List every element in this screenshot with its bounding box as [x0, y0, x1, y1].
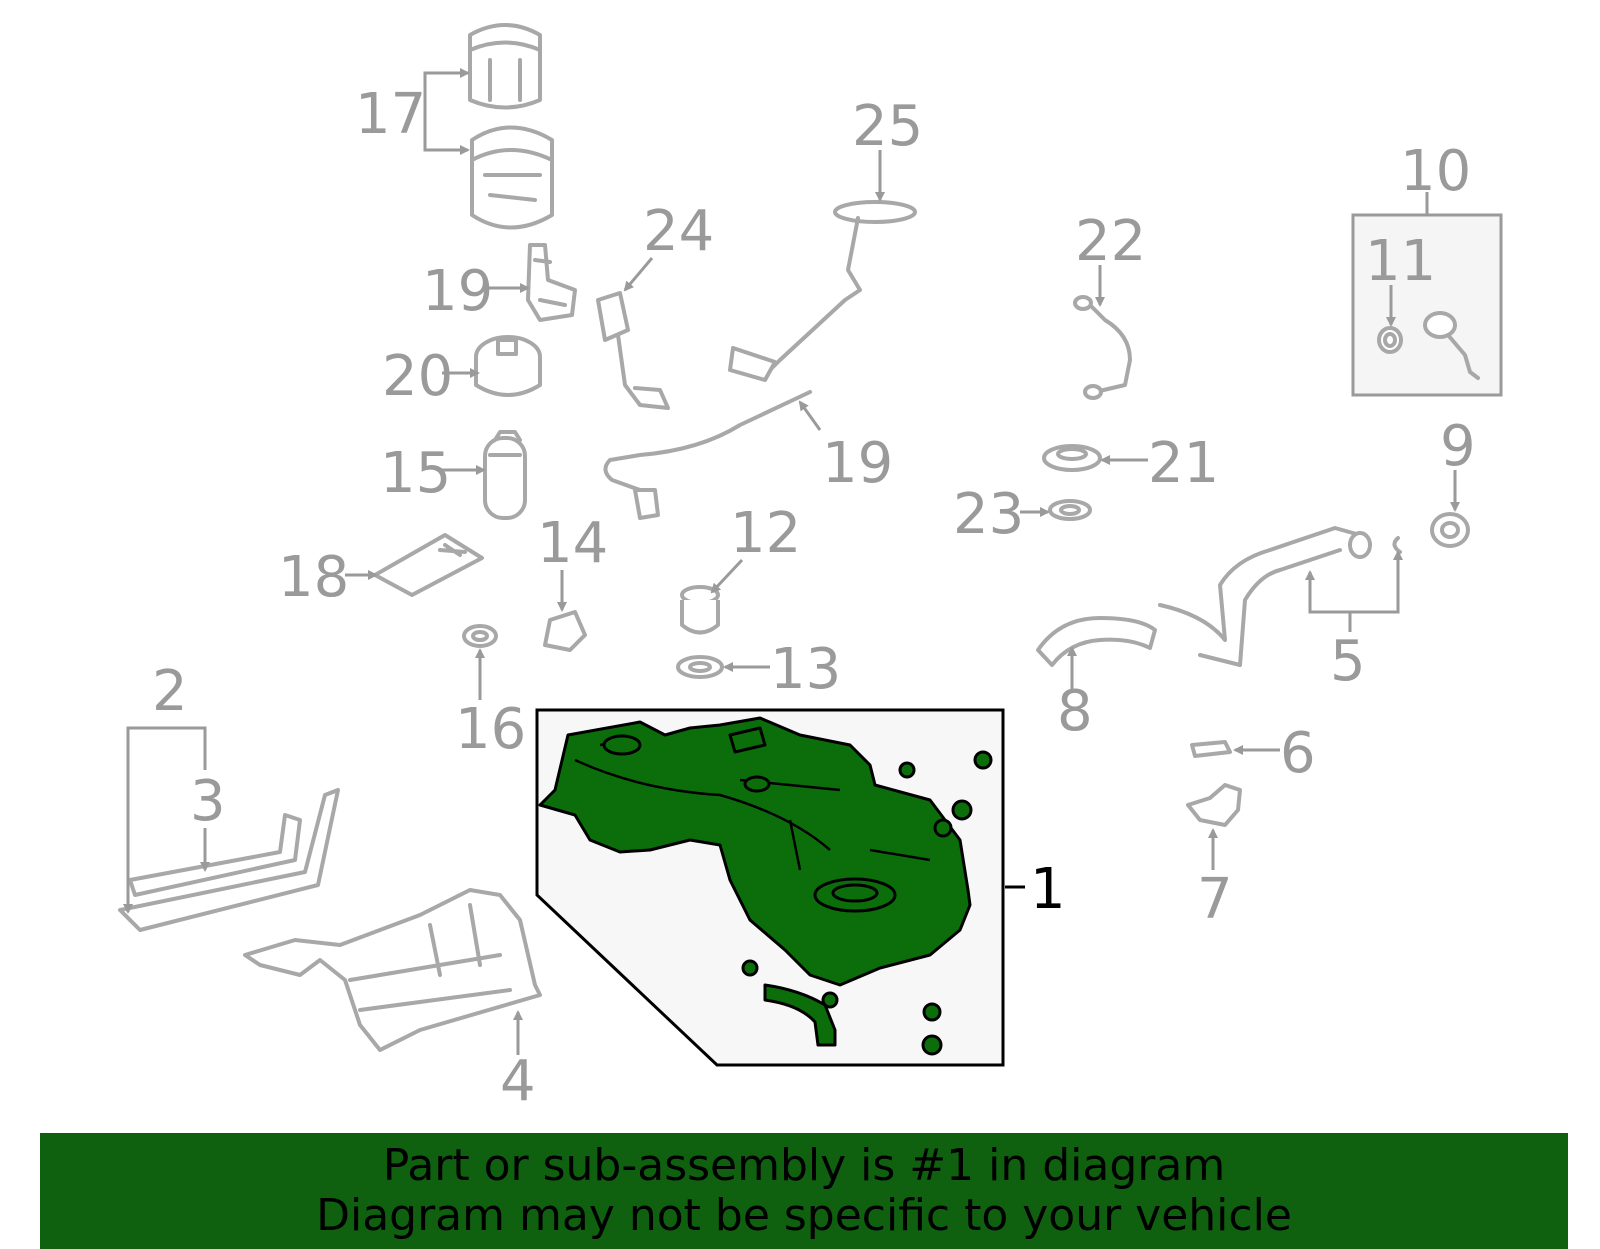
callout-8: 8: [1057, 679, 1093, 744]
part-4-heat-shield[interactable]: [243, 888, 542, 1052]
callout-24: 24: [643, 199, 714, 264]
part-21-seal[interactable]: [1042, 444, 1102, 472]
part-23-gasket[interactable]: [1048, 499, 1092, 521]
callout-16: 16: [455, 697, 526, 762]
callout-19-upper: 19: [422, 259, 493, 324]
part-17-pump-module[interactable]: [468, 23, 554, 230]
part-22-hose[interactable]: [1073, 295, 1132, 400]
part-20-filter[interactable]: [474, 335, 542, 397]
callout-15: 15: [380, 441, 451, 506]
part-19-sender-upper[interactable]: [526, 243, 577, 322]
callout-14: 14: [537, 511, 608, 576]
part-25-sender-arm[interactable]: [728, 200, 917, 382]
callout-20: 20: [382, 344, 453, 409]
callout-12: 12: [730, 501, 801, 566]
callout-25: 25: [852, 94, 923, 159]
callout-11: 11: [1365, 229, 1436, 294]
callout-19-lower: 19: [822, 431, 893, 496]
part-15-fuel-pump[interactable]: [483, 430, 527, 520]
part-14-valve[interactable]: [543, 610, 587, 652]
part-7-bracket[interactable]: [1186, 783, 1242, 827]
callout-18: 18: [278, 545, 349, 610]
part-19-vent-tube[interactable]: [603, 390, 812, 520]
callout-5: 5: [1330, 629, 1366, 694]
part-9-cap[interactable]: [1430, 512, 1470, 548]
part-2-3-straps[interactable]: [118, 788, 340, 932]
callout-23: 23: [953, 482, 1024, 547]
part-10-box: [1351, 213, 1503, 397]
part-24-fuel-sender[interactable]: [596, 291, 670, 410]
part-12-check-valve[interactable]: [680, 585, 720, 635]
part-10-fuel-cap[interactable]: [1423, 311, 1480, 380]
part-16-grommet[interactable]: [462, 624, 498, 648]
callout-22: 22: [1075, 209, 1146, 274]
part-1-fuel-tank[interactable]: [538, 716, 993, 1056]
part-13-gasket[interactable]: [676, 655, 724, 679]
callout-4: 4: [500, 1049, 536, 1114]
part-11-cap-ring[interactable]: [1377, 326, 1403, 354]
callout-1: 1: [1030, 857, 1066, 922]
banner-line-2: Diagram may not be specific to your vehi…: [316, 1190, 1292, 1241]
info-banner: Part or sub-assembly is #1 in diagram Di…: [40, 1133, 1568, 1249]
callout-10: 10: [1400, 139, 1471, 204]
banner-line-1: Part or sub-assembly is #1 in diagram: [382, 1140, 1226, 1191]
callout-6: 6: [1280, 721, 1316, 786]
part-8-hose[interactable]: [1036, 616, 1157, 667]
part-6-clip[interactable]: [1190, 740, 1232, 758]
part-18-strainer[interactable]: [373, 533, 484, 597]
callout-17: 17: [355, 82, 426, 147]
callout-13: 13: [770, 637, 841, 702]
callout-2: 2: [152, 659, 188, 724]
callout-3: 3: [190, 769, 226, 834]
callout-9: 9: [1440, 414, 1476, 479]
callout-7: 7: [1197, 867, 1233, 932]
callout-21: 21: [1148, 431, 1219, 496]
part-5-filler-pipe[interactable]: [1158, 526, 1402, 667]
